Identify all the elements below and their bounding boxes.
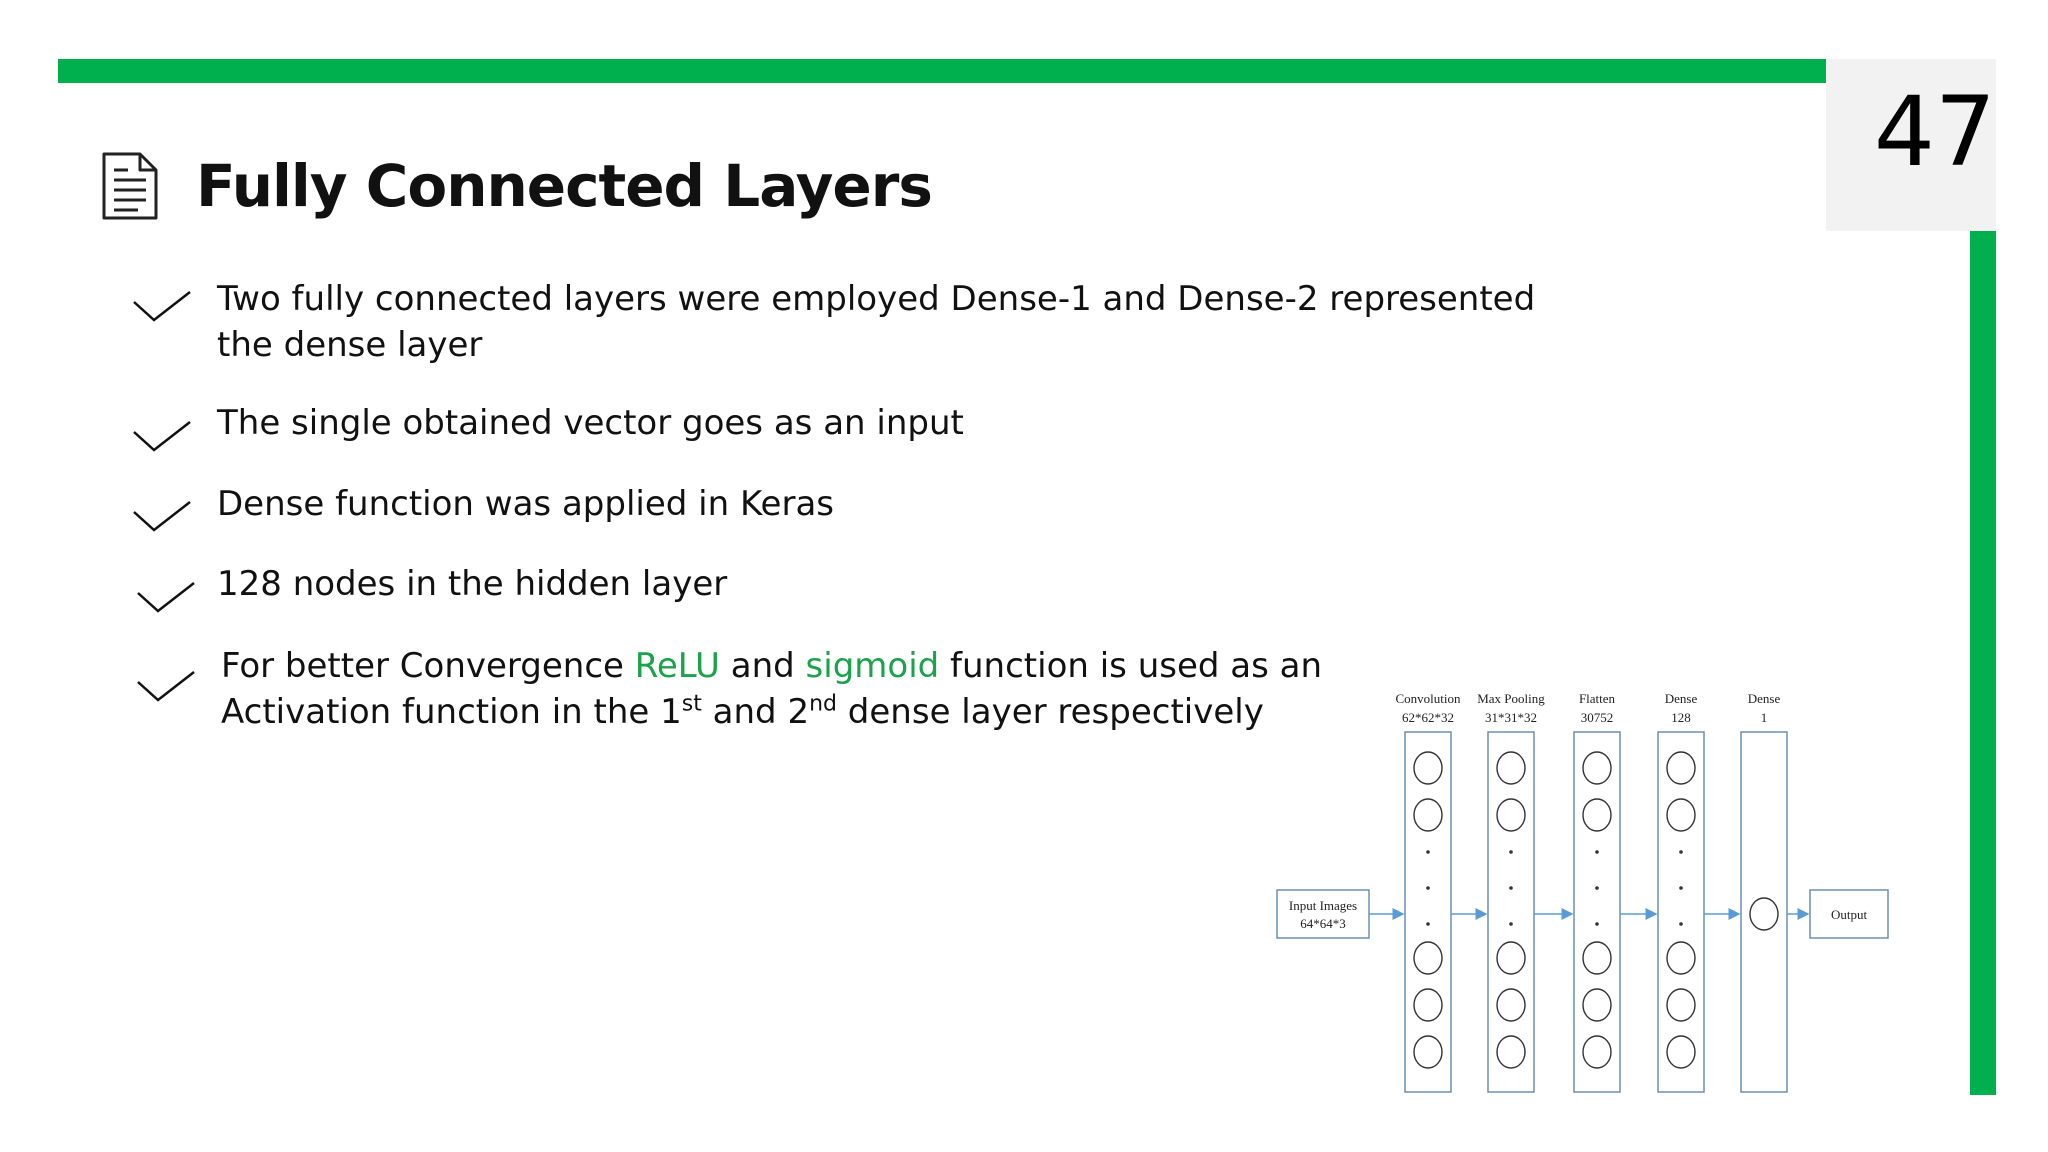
ellipsis-dot (1509, 850, 1513, 854)
node-circle (1496, 1035, 1526, 1069)
ellipsis-dot (1595, 922, 1599, 926)
output-label: Output (1831, 907, 1868, 922)
node-circle (1582, 941, 1612, 975)
ellipsis-dot (1426, 850, 1430, 854)
layer-box (1487, 731, 1535, 1093)
layer-name-label: Convolution (1395, 691, 1461, 706)
ellipsis-dot (1509, 922, 1513, 926)
node-circle (1582, 798, 1612, 832)
node-circle (1582, 1035, 1612, 1069)
bullet-text: Two fully connected layers were employed… (217, 279, 1536, 319)
ellipsis-dot (1679, 886, 1683, 890)
node-circle (1749, 897, 1779, 931)
relu-highlight: ReLU (634, 646, 720, 686)
check-icon (133, 501, 191, 532)
input-label: Input Images (1289, 898, 1357, 913)
layer-box (1573, 731, 1621, 1093)
network-diagram: Input Images 64*64*3 Convolution 62*62*32 Ma… (1276, 691, 1889, 1093)
check-icon (137, 582, 195, 613)
ellipsis-dot (1595, 850, 1599, 854)
node-circle (1666, 1035, 1696, 1069)
node-circle (1413, 798, 1443, 832)
right-accent-bar (1970, 231, 1996, 1095)
node-circle (1582, 988, 1612, 1022)
node-circle (1666, 751, 1696, 785)
layer-box (1740, 731, 1788, 1093)
bullet-text: Dense function was applied in Keras (217, 484, 834, 524)
node-circle (1413, 1035, 1443, 1069)
document-icon (102, 152, 158, 220)
bullet-text: The single obtained vector goes as an in… (217, 403, 964, 443)
ellipsis-dot (1679, 850, 1683, 854)
node-circle (1582, 751, 1612, 785)
layer-size-label: 31*31*32 (1485, 710, 1537, 725)
bullet-text: Activation function in the 1st and 2nd d… (221, 691, 1264, 732)
node-circle (1413, 751, 1443, 785)
ellipsis-dot (1509, 886, 1513, 890)
layer-box (1404, 731, 1452, 1093)
node-circle (1413, 988, 1443, 1022)
bullet-text: the dense layer (217, 325, 483, 365)
layer-size-label: 62*62*32 (1402, 710, 1454, 725)
sigmoid-highlight: sigmoid (805, 646, 940, 686)
layer-name-label: Max Pooling (1477, 691, 1545, 706)
ellipsis-dot (1426, 886, 1430, 890)
layer-name-label: Flatten (1579, 691, 1616, 706)
node-circle (1496, 988, 1526, 1022)
node-circle (1666, 941, 1696, 975)
input-size-label: 64*64*3 (1300, 916, 1346, 931)
layer-box (1657, 731, 1705, 1093)
check-icon (137, 671, 195, 702)
node-circle (1666, 988, 1696, 1022)
ellipsis-dot (1679, 922, 1683, 926)
node-circle (1496, 751, 1526, 785)
node-circle (1496, 798, 1526, 832)
layer-name-label: Dense (1748, 691, 1781, 706)
output-box (1809, 889, 1889, 939)
layer-size-label: 128 (1671, 710, 1691, 725)
check-icon (133, 421, 191, 452)
ellipsis-dot (1595, 886, 1599, 890)
node-circle (1413, 941, 1443, 975)
layer-size-label: 30752 (1581, 710, 1614, 725)
ellipsis-dot (1426, 922, 1430, 926)
top-accent-bar (58, 59, 1826, 83)
page-number-panel (1826, 59, 1996, 231)
input-box (1276, 889, 1370, 939)
layer-size-label: 1 (1761, 710, 1768, 725)
page-number: 47 (1873, 76, 1996, 188)
slide-title: Fully Connected Layers (196, 152, 933, 220)
bullet-text: For better Convergence ReLU and sigmoid … (221, 646, 1323, 686)
node-circle (1666, 798, 1696, 832)
layer-name-label: Dense (1665, 691, 1698, 706)
check-icon (133, 291, 191, 322)
bullet-text: 128 nodes in the hidden layer (217, 564, 728, 604)
node-circle (1496, 941, 1526, 975)
